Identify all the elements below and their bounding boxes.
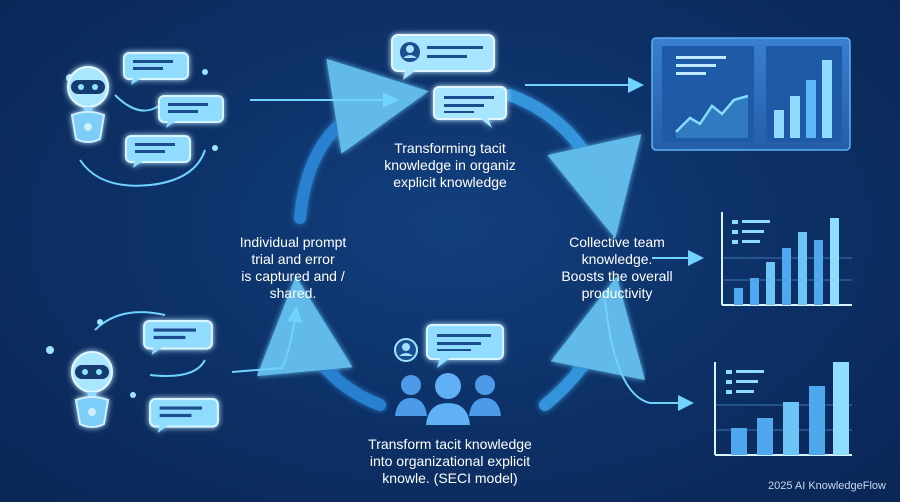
caption-line: Boosts the overall [561,268,673,284]
chat-bubble-icon [123,52,189,86]
flow-arrows [231,77,704,411]
top-center-chat [391,34,507,128]
team-group [394,324,504,425]
caption-line: trial and error [251,251,335,267]
bottom-caption: Transform tacit knowledge into organizat… [300,436,600,487]
bar [814,240,823,305]
bar [822,60,832,138]
bar [774,110,784,138]
right-caption: Collective team knowledge. Boosts the ov… [522,234,712,302]
caption-line: is captured and / [241,268,345,284]
bar-chart-middle [721,212,852,306]
arc-bottom-right [539,276,645,411]
left-caption: Individual prompt trial and error is cap… [198,234,388,302]
caption-line: productivity [581,285,653,301]
caption-line: knowle. (SECI model) [382,470,518,486]
chat-bubble-icon [149,398,219,434]
caption-line: explicit knowledge [393,174,507,190]
bar [750,278,759,305]
arrow-icon [604,299,694,411]
bar [734,288,743,305]
bar [790,96,800,138]
chat-bubble-icon [143,320,213,356]
caption-line: Collective team [569,234,665,250]
robot-group-bottom [46,311,219,434]
arc-bottom-left [256,276,386,411]
chat-bubble-icon [157,95,225,129]
team-icon [395,373,501,425]
bar [798,232,807,305]
bar [783,402,799,455]
caption-line: Transform tacit knowledge [368,436,532,452]
arrow-icon [231,306,303,373]
caption-line: into organizational explicit [369,453,531,469]
bar [757,418,773,455]
caption-line: Individual prompt [239,234,347,250]
dashboard-panel [651,37,851,151]
bar [766,262,775,305]
top-caption: Transforming tacit knowledge in organiz … [330,140,570,191]
connector-line [79,149,206,187]
chat-bubble-icon [125,135,191,169]
robot-group-top [66,52,225,187]
bar [830,218,839,305]
bar-chart-bottom [714,362,852,456]
caption-line: knowledge. [581,251,653,267]
robot-icon [71,351,113,428]
chat-bubble-icon [391,34,495,72]
footer-credit: 2025 AI KnowledgeFlow [767,480,886,492]
bar [731,428,747,455]
chat-bubble-icon [433,86,507,120]
bar [809,386,825,455]
bar [833,362,849,455]
bar [782,248,791,305]
caption-line: knowledge in organiz [384,157,516,173]
caption-line: Transforming tacit [394,140,506,156]
caption-line: shared. [269,285,317,301]
line-chart-icon [662,46,754,142]
bar [806,80,816,138]
robot-icon [67,66,109,143]
arc-top-right [504,89,642,239]
